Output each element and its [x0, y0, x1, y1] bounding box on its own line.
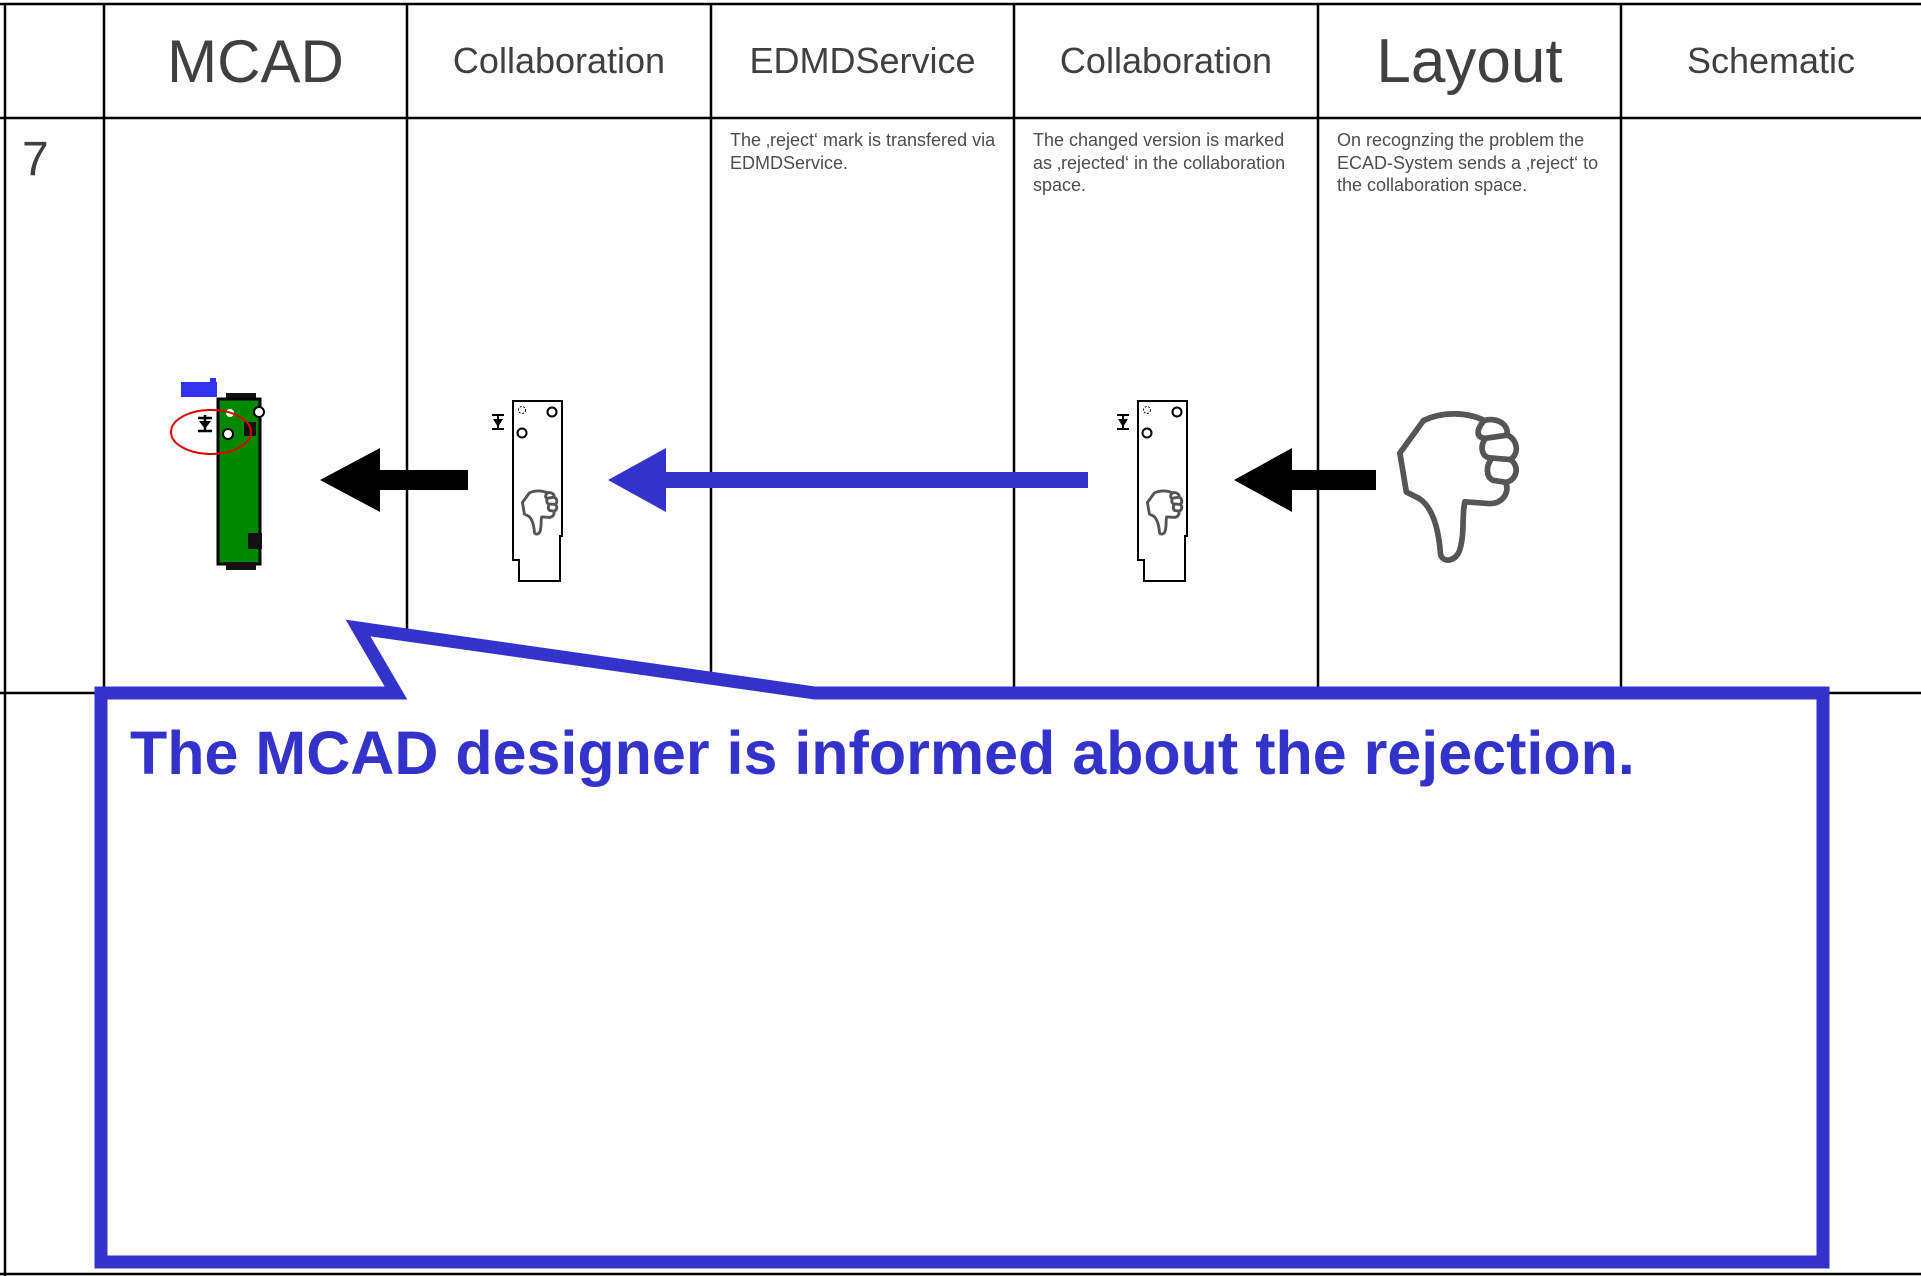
callout-text: The MCAD designer is informed about the … — [130, 719, 1635, 787]
column-header-layout: Layout — [1376, 26, 1563, 96]
note-edmdservice: The ‚reject‘ mark is transfered via EDMD… — [730, 130, 996, 173]
collaboration-board-right — [1117, 400, 1188, 582]
left-arrow-icon — [320, 448, 468, 512]
column-header-collaboration-right: Collaboration — [1059, 40, 1273, 81]
column-header-collaboration-left: Collaboration — [452, 40, 666, 81]
circuit-board-icon — [170, 378, 265, 570]
row-number: 7 — [22, 133, 49, 186]
note-collaboration-right: The changed version is marked as ‚reject… — [1033, 130, 1286, 195]
collaboration-board-left — [492, 400, 563, 582]
column-header-schematic: Schematic — [1686, 40, 1856, 81]
thumbs-down-icon — [1397, 411, 1520, 563]
column-header-edmdservice: EDMDService — [749, 40, 976, 81]
reject-arrow-icon — [1234, 448, 1376, 512]
column-header-mcad: MCAD — [167, 27, 344, 95]
blue-transfer-arrow — [608, 448, 1088, 512]
note-layout: On recognzing the problem the ECAD-Syste… — [1337, 130, 1599, 195]
